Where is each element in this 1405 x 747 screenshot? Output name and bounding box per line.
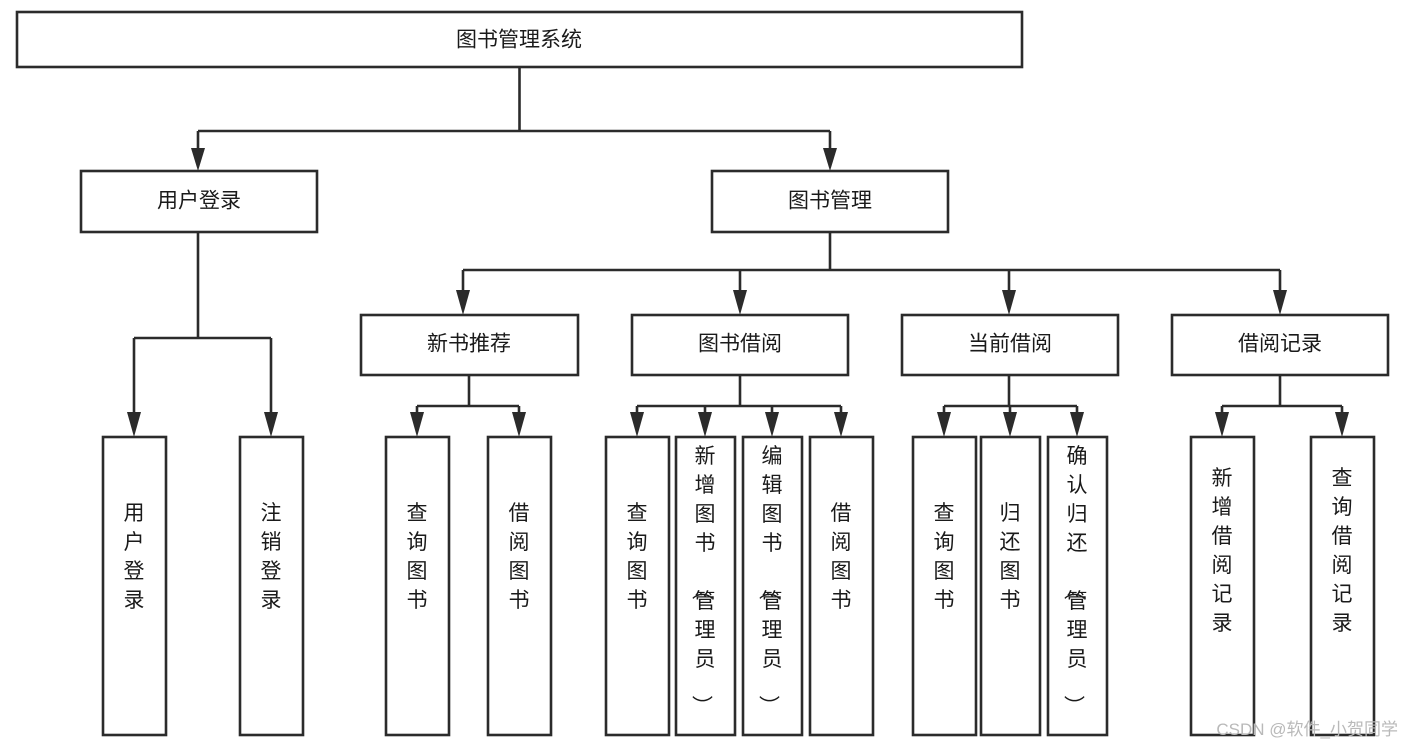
arrow-new-book-c1	[410, 412, 424, 437]
leaf-book-borrow-3-box[interactable]	[741, 435, 804, 737]
leaf-book-borrow-1-box[interactable]	[604, 435, 671, 737]
node-borrow-record[interactable]: 借阅记录	[1170, 313, 1390, 377]
leaf-current-borrow-2[interactable]: 归还图书	[979, 435, 1042, 737]
arrow-book-borrow-c1	[630, 412, 644, 437]
node-book-management-label: 图书管理	[788, 190, 872, 213]
leaf-new-book-1[interactable]: 查询图书	[384, 435, 451, 737]
leaf-user-login-2-box[interactable]	[238, 435, 305, 737]
arrow-user-login-c2	[264, 412, 278, 437]
arrow-borrow-record-c2	[1335, 412, 1349, 437]
leaf-borrow-record-2-box[interactable]	[1309, 435, 1376, 737]
node-book-borrow-box[interactable]	[630, 313, 850, 377]
arrow-book-borrow-c3	[765, 412, 779, 437]
leaf-user-login-1-label: 用户登录	[124, 502, 145, 612]
node-borrow-record-label: 借阅记录	[1238, 333, 1322, 356]
leaf-current-borrow-3-label: 确认归还（管理员）	[1062, 445, 1088, 716]
node-current-borrow-box[interactable]	[900, 313, 1120, 377]
leaf-book-borrow-4[interactable]: 借阅图书	[808, 435, 875, 737]
leaf-current-borrow-3-box[interactable]	[1046, 435, 1109, 737]
arrow-new-book-c2	[512, 412, 526, 437]
leaf-new-book-1-label: 查询图书	[407, 502, 428, 612]
arrow-to-current-borrow	[1002, 290, 1016, 315]
arrow-book-borrow-c2	[698, 412, 712, 437]
node-new-book-recommend-box[interactable]	[359, 313, 580, 377]
leaf-new-book-2[interactable]: 借阅图书	[486, 435, 553, 737]
leaf-borrow-record-1-label: 新增借阅记录	[1212, 467, 1233, 635]
node-current-borrow[interactable]: 当前借阅	[900, 313, 1120, 377]
leaf-book-borrow-1[interactable]: 查询图书	[604, 435, 671, 737]
leaf-book-borrow-4-label: 借阅图书	[831, 502, 852, 612]
arrow-current-borrow-c2	[1003, 412, 1017, 437]
node-borrow-record-box[interactable]	[1170, 313, 1390, 377]
leaf-borrow-record-1-box[interactable]	[1189, 435, 1256, 737]
arrow-to-book-borrow	[733, 290, 747, 315]
node-book-borrow[interactable]: 图书借阅	[630, 313, 850, 377]
leaf-borrow-record-1[interactable]: 新增借阅记录	[1189, 435, 1256, 737]
edge-layer	[127, 67, 1349, 437]
leaf-current-borrow-2-label: 归还图书	[1000, 502, 1021, 612]
node-book-borrow-label: 图书借阅	[698, 333, 782, 356]
leaf-book-borrow-3[interactable]: 编辑图书（管理员）	[741, 435, 804, 737]
arrow-book-borrow-c4	[834, 412, 848, 437]
leaf-user-login-1[interactable]: 用户登录	[101, 435, 168, 737]
leaf-book-borrow-3-label: 编辑图书（管理员）	[757, 445, 783, 716]
leaf-current-borrow-1[interactable]: 查询图书	[911, 435, 978, 737]
node-new-book-recommend-label: 新书推荐	[427, 333, 511, 356]
node-new-book-recommend[interactable]: 新书推荐	[359, 313, 580, 377]
leaf-user-login-1-box[interactable]	[101, 435, 168, 737]
leaf-new-book-2-label: 借阅图书	[509, 502, 530, 612]
arrow-current-borrow-c1	[937, 412, 951, 437]
node-root-system[interactable]: 图书管理系统	[15, 10, 1024, 69]
node-root-system-box[interactable]	[15, 10, 1024, 69]
arrow-to-new-book	[456, 290, 470, 315]
leaf-current-borrow-1-box[interactable]	[911, 435, 978, 737]
leaf-user-login-2[interactable]: 注销登录	[238, 435, 305, 737]
node-user-login-label: 用户登录	[157, 190, 241, 213]
node-current-borrow-label: 当前借阅	[968, 333, 1052, 356]
csdn-watermark: CSDN @软件_小贺同学	[1216, 720, 1398, 739]
arrow-current-borrow-c3	[1070, 412, 1084, 437]
node-book-management[interactable]: 图书管理	[710, 169, 950, 234]
node-root-system-label: 图书管理系统	[456, 29, 582, 52]
leaf-book-borrow-2-label: 新增图书（管理员）	[690, 445, 716, 716]
leaf-borrow-record-2-label: 查询借阅记录	[1332, 467, 1353, 635]
leaf-book-borrow-2-box[interactable]	[674, 435, 737, 737]
leaf-borrow-record-2[interactable]: 查询借阅记录	[1309, 435, 1376, 737]
arrow-to-borrow-record	[1273, 290, 1287, 315]
leaf-new-book-2-box[interactable]	[486, 435, 553, 737]
arrow-to-book-mgmt	[823, 148, 837, 171]
arrow-user-login-c1	[127, 412, 141, 437]
node-user-login[interactable]: 用户登录	[79, 169, 319, 234]
arrow-to-user-login	[191, 148, 205, 171]
leaf-book-borrow-4-box[interactable]	[808, 435, 875, 737]
leaf-book-borrow-2[interactable]: 新增图书（管理员）	[674, 435, 737, 737]
leaf-book-borrow-1-label: 查询图书	[627, 502, 648, 612]
leaf-new-book-1-box[interactable]	[384, 435, 451, 737]
node-book-management-box[interactable]	[710, 169, 950, 234]
leaf-current-borrow-2-box[interactable]	[979, 435, 1042, 737]
leaf-current-borrow-1-label: 查询图书	[934, 502, 955, 612]
node-user-login-box[interactable]	[79, 169, 319, 234]
leaf-current-borrow-3[interactable]: 确认归还（管理员）	[1046, 435, 1109, 737]
arrow-borrow-record-c1	[1215, 412, 1229, 437]
leaf-user-login-2-label: 注销登录	[261, 502, 282, 612]
